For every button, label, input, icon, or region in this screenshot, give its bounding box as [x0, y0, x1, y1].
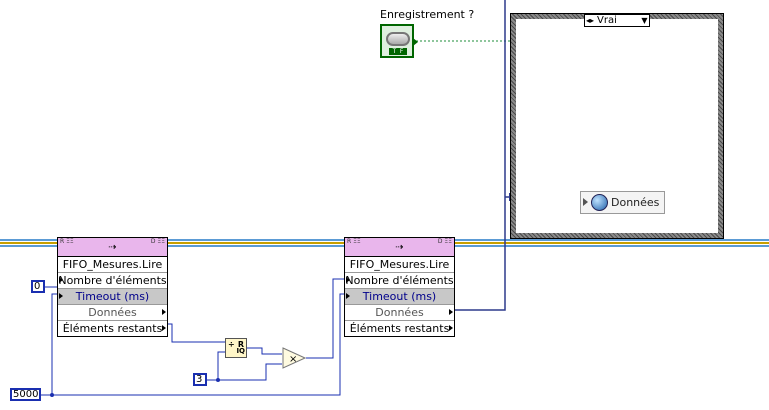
remainder-label: R: [237, 340, 244, 349]
multiply-icon: ×: [289, 354, 297, 365]
enregistrement-boolean-control[interactable]: T F: [380, 24, 418, 58]
case-selector-label[interactable]: ◂▸ Vrai ▼: [584, 14, 650, 27]
reference-out-icon: D ΞΞ: [437, 238, 452, 245]
terminal-timeout[interactable]: Timeout (ms): [345, 289, 454, 305]
numeric-wires[interactable]: [40, 278, 346, 396]
terminal-nombre-elements[interactable]: Nombre d'éléments: [58, 274, 167, 289]
input-terminal-arrow: [583, 198, 588, 206]
flow-arrow-icon: ⇢: [108, 241, 117, 253]
flow-arrow-icon: ⇢: [395, 241, 404, 253]
integer-quotient-label: IQ: [236, 347, 245, 355]
tf-badge: T F: [389, 48, 407, 55]
node-title: FIFO_Mesures.Lire: [345, 257, 454, 273]
reference-out-icon: D ΞΞ: [150, 238, 165, 245]
donnees-indicator[interactable]: Données: [580, 191, 665, 214]
constant-zero[interactable]: 0: [31, 280, 45, 293]
terminal-elements-restants[interactable]: Éléments restants: [345, 321, 454, 336]
globe-icon: [591, 194, 608, 211]
quotient-remainder-node[interactable]: ÷ R IQ: [225, 338, 247, 358]
divide-icon: ÷: [228, 340, 235, 349]
case-selector-value: Vrai: [597, 15, 617, 26]
fifo-read-node-2[interactable]: R ΞΞ ⇢ D ΞΞ FIFO_Mesures.Lire Nombre d'é…: [344, 237, 455, 337]
boolean-control-label: Enregistrement ?: [380, 8, 475, 21]
terminal-nombre-elements[interactable]: Nombre d'éléments: [345, 274, 454, 289]
terminal-timeout[interactable]: Timeout (ms): [58, 289, 167, 305]
donnees-indicator-label: Données: [611, 196, 660, 209]
node-header: R ΞΞ ⇢ D ΞΞ: [345, 238, 454, 257]
reference-in-icon: R ΞΞ: [60, 238, 74, 245]
case-prev-next-icon[interactable]: ◂▸: [585, 16, 595, 25]
constant-5000[interactable]: 5000: [10, 388, 41, 401]
case-structure[interactable]: [511, 14, 723, 238]
node-header: R ΞΞ ⇢ D ΞΞ: [58, 238, 167, 257]
reference-in-icon: R ΞΞ: [347, 238, 361, 245]
fifo-read-node-1[interactable]: R ΞΞ ⇢ D ΞΞ FIFO_Mesures.Lire Nombre d'é…: [57, 237, 168, 337]
terminal-elements-restants[interactable]: Éléments restants: [58, 321, 167, 336]
data-wire[interactable]: [454, 0, 506, 311]
constant-three[interactable]: 3: [193, 373, 207, 386]
terminal-donnees[interactable]: Données: [58, 305, 167, 321]
toggle-icon: [386, 32, 410, 46]
chevron-down-icon[interactable]: ▼: [641, 16, 648, 25]
node-title: FIFO_Mesures.Lire: [58, 257, 167, 273]
output-terminal-arrow: [413, 38, 418, 46]
multiply-node[interactable]: ×: [282, 347, 306, 369]
terminal-donnees[interactable]: Données: [345, 305, 454, 321]
